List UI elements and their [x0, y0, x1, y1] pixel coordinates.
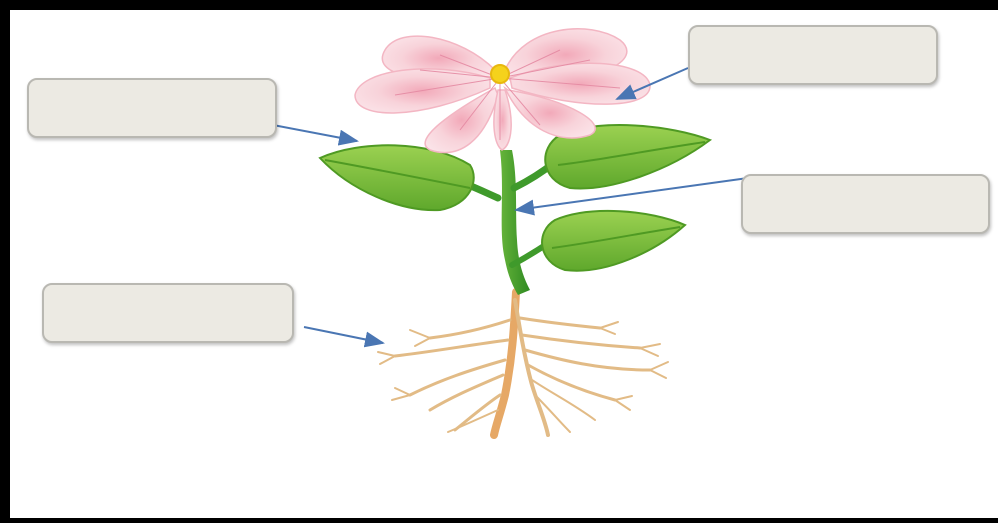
label-box-flower[interactable] — [688, 25, 938, 85]
stem — [460, 150, 555, 295]
arrow-stem — [516, 178, 748, 210]
arrow-root — [304, 327, 383, 343]
label-box-leaf[interactable] — [27, 78, 277, 138]
arrow-leaf — [273, 125, 357, 141]
label-box-root[interactable] — [42, 283, 294, 343]
roots — [378, 292, 668, 435]
label-box-stem[interactable] — [741, 174, 990, 234]
